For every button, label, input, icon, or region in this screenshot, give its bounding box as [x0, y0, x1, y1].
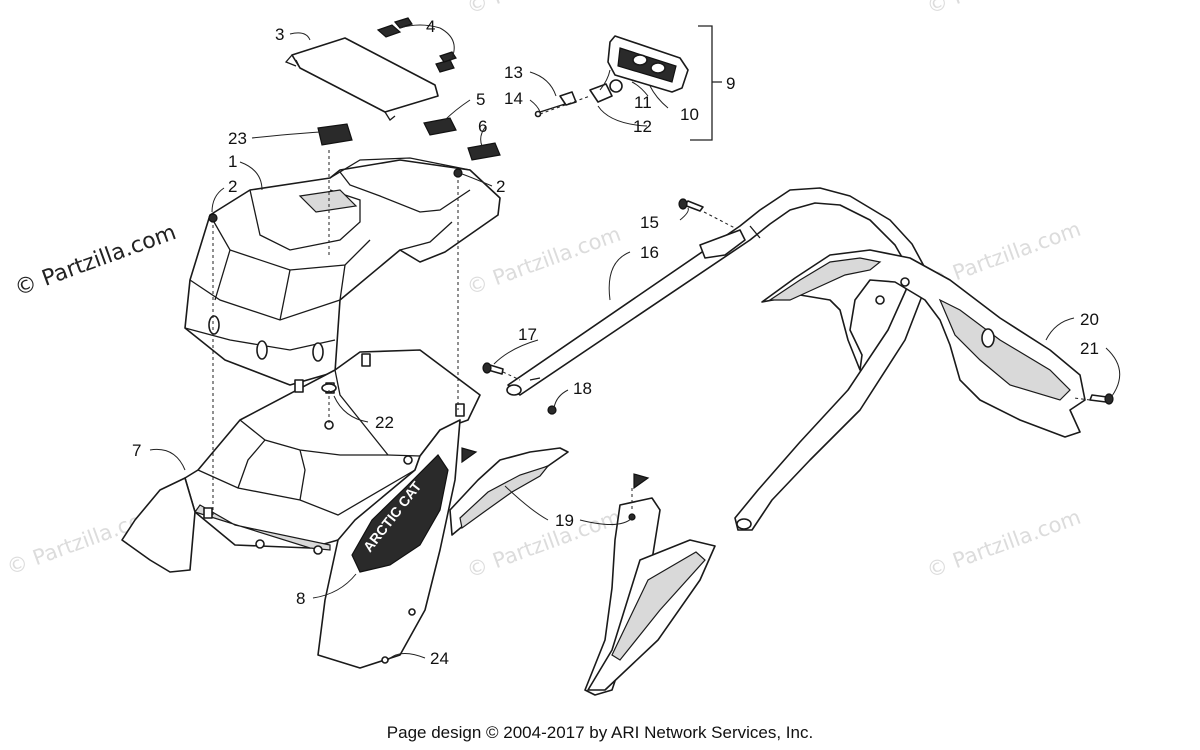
- callout-2-left: 2: [228, 177, 237, 196]
- part-seat-cowl: [184, 157, 501, 386]
- callout-21: 21: [1080, 339, 1099, 358]
- part-seat-pad: [284, 17, 457, 121]
- callout-22: 22: [375, 413, 394, 432]
- arrow-marker-right: [633, 473, 650, 490]
- callout-5: 5: [476, 90, 485, 109]
- callout-9: 9: [726, 74, 735, 93]
- part-trim-left: [449, 447, 569, 536]
- watermark-faint-3: © Partzilla.com: [464, 222, 624, 300]
- callout-23: 23: [228, 129, 247, 148]
- part-taillight: [534, 35, 689, 118]
- callout-10: 10: [680, 105, 699, 124]
- watermark-faint-7: © Partzilla.com: [924, 0, 1084, 19]
- arrow-marker-left: [461, 447, 478, 464]
- watermark-faint-6: © Partzilla.com: [464, 0, 624, 19]
- callout-numbers: 3 4 5 6 23 1 2 2 13 14 11 12 10 9 15 16 …: [132, 17, 1099, 668]
- part-rear-fender: [761, 249, 1086, 438]
- callout-12: 12: [633, 117, 652, 136]
- part-trim-right: [584, 497, 716, 696]
- callout-17: 17: [518, 325, 537, 344]
- callout-2-right: 2: [496, 177, 505, 196]
- part-storage-tub: [121, 349, 481, 573]
- part-grab-bar: [506, 187, 926, 531]
- callout-18: 18: [573, 379, 592, 398]
- callout-3: 3: [275, 25, 284, 44]
- callout-24: 24: [430, 649, 449, 668]
- watermark-faint-2: © Partzilla.com: [464, 505, 624, 583]
- alignment-lines: [212, 95, 1091, 515]
- callout-20: 20: [1080, 310, 1099, 329]
- callout-14: 14: [504, 89, 523, 108]
- callout-15: 15: [640, 213, 659, 232]
- callout-16: 16: [640, 243, 659, 262]
- footer-copyright: Page design © 2004-2017 by ARI Network S…: [387, 723, 813, 742]
- part-decals: [317, 117, 501, 161]
- callout-13: 13: [504, 63, 523, 82]
- callout-1: 1: [228, 152, 237, 171]
- callout-7: 7: [132, 441, 141, 460]
- leader-lines: [149, 24, 1121, 661]
- callout-8: 8: [296, 589, 305, 608]
- part-side-panel: ARCTIC CAT: [317, 419, 461, 669]
- watermark-faint-4: © Partzilla.com: [924, 505, 1084, 583]
- callout-4: 4: [426, 17, 435, 36]
- callout-19: 19: [555, 511, 574, 530]
- watermark-main: © Partzilla.com: [12, 220, 180, 302]
- fasteners: [208, 168, 1114, 521]
- bracket-item-9: [690, 25, 722, 141]
- callout-6: 6: [478, 117, 487, 136]
- callout-11: 11: [634, 93, 652, 112]
